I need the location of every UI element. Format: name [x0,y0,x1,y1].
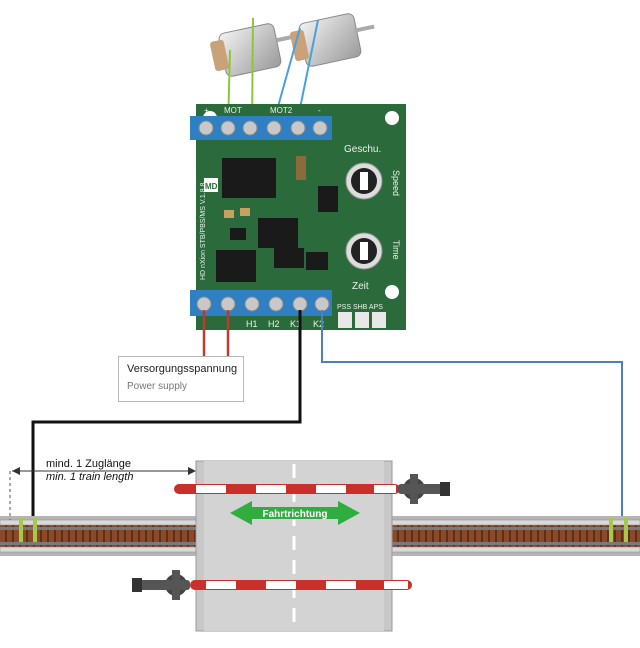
pot-time-label-en: Time [391,240,401,260]
direction-label: Fahrtrichtung [263,509,328,520]
sensor-marker-left [19,518,37,542]
header-bottom-label-1: H1 [246,319,258,329]
terminal-block-top [190,116,332,140]
power-supply-label-en: Power supply [127,381,188,392]
power-supply-label: Versorgungsspannung Power supply [118,356,244,402]
header-top-label-2: MOT [224,106,242,115]
min-train-length-label-en: min. 1 train length [46,471,134,483]
jumper-labels: PSS SHB APS [337,304,383,311]
min-train-length-label-de: mind. 1 Zuglänge [46,458,131,470]
header-top-label-3: MOT2 [270,106,293,115]
sensor-wire-k2 [321,310,623,532]
distance-indicator [9,467,196,520]
terminal-block-bottom [190,290,332,316]
motor-right [290,13,375,67]
pot-speed-label-de: Geschu. [344,144,381,155]
sensor-wire-k1 [31,310,302,532]
header-bottom-label-4: K2 [313,319,324,329]
sensor-marker-right [609,518,628,542]
barrier-bottom [132,570,412,600]
header-bottom-label-2: H2 [268,319,280,329]
board-product-label: HD nXion STB/PBS/MS V.1.8.8 [200,182,207,280]
power-supply-label-de: Versorgungsspannung [127,363,238,375]
direction-arrow [230,501,360,525]
header-top-label-1: + [204,106,209,115]
barrier-top [174,474,450,504]
header-bottom-label-3: K1 [290,319,301,329]
pot-time-label-de: Zeit [352,281,369,292]
header-top-label-4: - [318,106,321,115]
board-logo: MD [205,182,218,191]
pot-speed-label-en: Speed [391,170,401,196]
